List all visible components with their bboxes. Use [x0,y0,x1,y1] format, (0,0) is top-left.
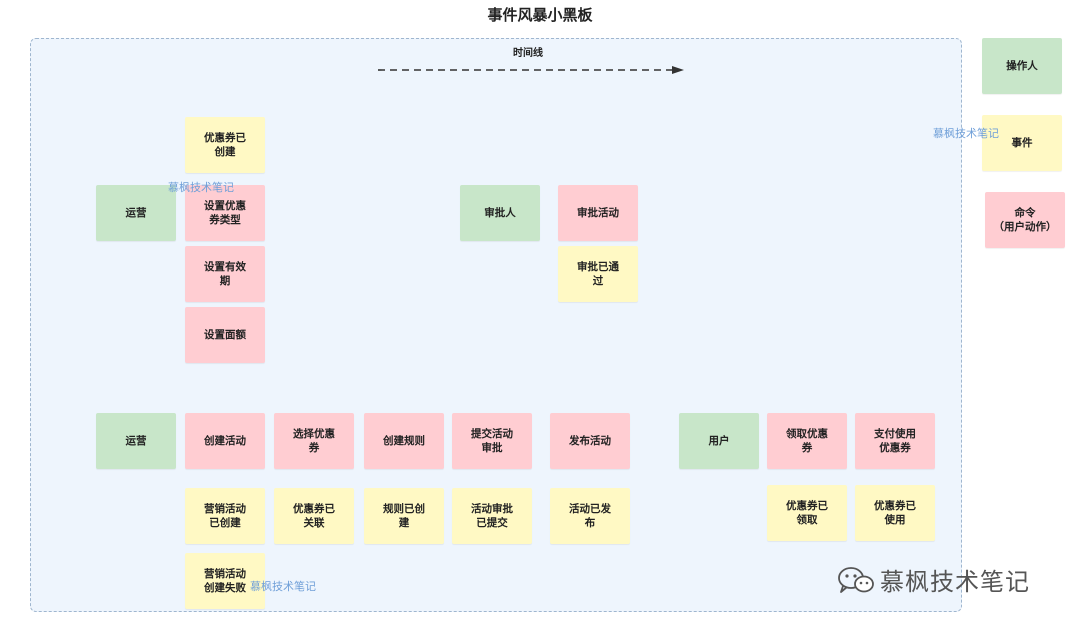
event-activity-created-label: 营销活动 已创建 [204,502,246,529]
command-submit-approval[interactable]: 提交活动 审批 [452,413,532,469]
brand-text: 慕枫技术笔记 [880,568,1030,596]
actor-user[interactable]: 用户 [679,413,759,469]
actor-approver-label: 审批人 [484,206,516,219]
event-rule-created[interactable]: 规则已创 建 [364,488,444,544]
actor-ops-bottom-label: 运营 [125,434,147,447]
brand-signature: 慕枫技术笔记 [836,562,1030,597]
event-approval-passed-label: 审批已通 过 [577,260,619,287]
command-set-coupon-type-label: 设置优惠 券类型 [204,199,246,226]
timeline-label: 时间线 [513,48,543,59]
actor-ops-bottom[interactable]: 运营 [96,413,176,469]
actor-user-label: 用户 [708,434,730,447]
event-activity-published[interactable]: 活动已发 布 [550,488,630,544]
command-set-validity-label: 设置有效 期 [204,260,246,287]
command-create-activity[interactable]: 创建活动 [185,413,265,469]
command-approve-activity-label: 审批活动 [577,206,619,219]
command-select-coupon-label: 选择优惠 券 [293,427,335,454]
command-create-rule-label: 创建规则 [383,434,425,447]
legend-actor-label: 操作人 [1006,59,1038,72]
event-activity-create-failed-label: 营销活动 创建失败 [204,567,246,594]
event-coupon-claimed[interactable]: 优惠券已 领取 [767,485,847,541]
legend-event[interactable]: 事件 [982,115,1062,171]
event-coupon-created[interactable]: 优惠券已 创建 [185,117,265,173]
command-publish-activity-label: 发布活动 [569,434,611,447]
command-pay-with-coupon-label: 支付使用 优惠券 [874,427,916,454]
event-coupon-used[interactable]: 优惠券已 使用 [855,485,935,541]
wechat-icon [838,566,874,593]
command-set-validity[interactable]: 设置有效 期 [185,246,265,302]
command-submit-approval-label: 提交活动 审批 [471,427,513,454]
actor-approver[interactable]: 审批人 [460,185,540,241]
command-claim-coupon[interactable]: 领取优惠 券 [767,413,847,469]
command-pay-with-coupon[interactable]: 支付使用 优惠券 [855,413,935,469]
watermark-top-left: 慕枫技术笔记 [168,181,234,194]
command-claim-coupon-label: 领取优惠 券 [786,427,828,454]
event-coupon-created-label: 优惠券已 创建 [204,131,246,158]
watermark-bottom: 慕枫技术笔记 [250,580,316,593]
event-coupon-linked-label: 优惠券已 关联 [293,502,335,529]
command-publish-activity[interactable]: 发布活动 [550,413,630,469]
command-set-coupon-type[interactable]: 设置优惠 券类型 [185,185,265,241]
legend-event-label: 事件 [1011,136,1033,149]
command-set-amount-label: 设置面额 [204,328,246,341]
event-coupon-linked[interactable]: 优惠券已 关联 [274,488,354,544]
event-rule-created-label: 规则已创 建 [383,502,425,529]
legend-command[interactable]: 命令 （用户动作） [985,192,1065,248]
board-title: 事件风暴小黑板 [487,6,593,24]
command-set-amount[interactable]: 设置面额 [185,307,265,363]
event-approval-submitted[interactable]: 活动审批 已提交 [452,488,532,544]
command-approve-activity[interactable]: 审批活动 [558,185,638,241]
command-select-coupon[interactable]: 选择优惠 券 [274,413,354,469]
event-coupon-used-label: 优惠券已 使用 [874,499,916,526]
command-create-rule[interactable]: 创建规则 [364,413,444,469]
event-approval-passed[interactable]: 审批已通 过 [558,246,638,302]
event-coupon-claimed-label: 优惠券已 领取 [786,499,828,526]
event-activity-create-failed[interactable]: 营销活动 创建失败 [185,553,265,609]
legend-command-label: 命令 （用户动作） [993,206,1057,233]
actor-ops-top-label: 运营 [125,206,147,219]
legend-actor[interactable]: 操作人 [982,38,1062,94]
timeline-arrow-icon [378,66,684,74]
watermark-top-right: 慕枫技术笔记 [933,127,999,140]
event-activity-created[interactable]: 营销活动 已创建 [185,488,265,544]
actor-ops-top[interactable]: 运营 [96,185,176,241]
event-activity-published-label: 活动已发 布 [569,502,611,529]
event-approval-submitted-label: 活动审批 已提交 [471,502,513,529]
command-create-activity-label: 创建活动 [204,434,246,447]
